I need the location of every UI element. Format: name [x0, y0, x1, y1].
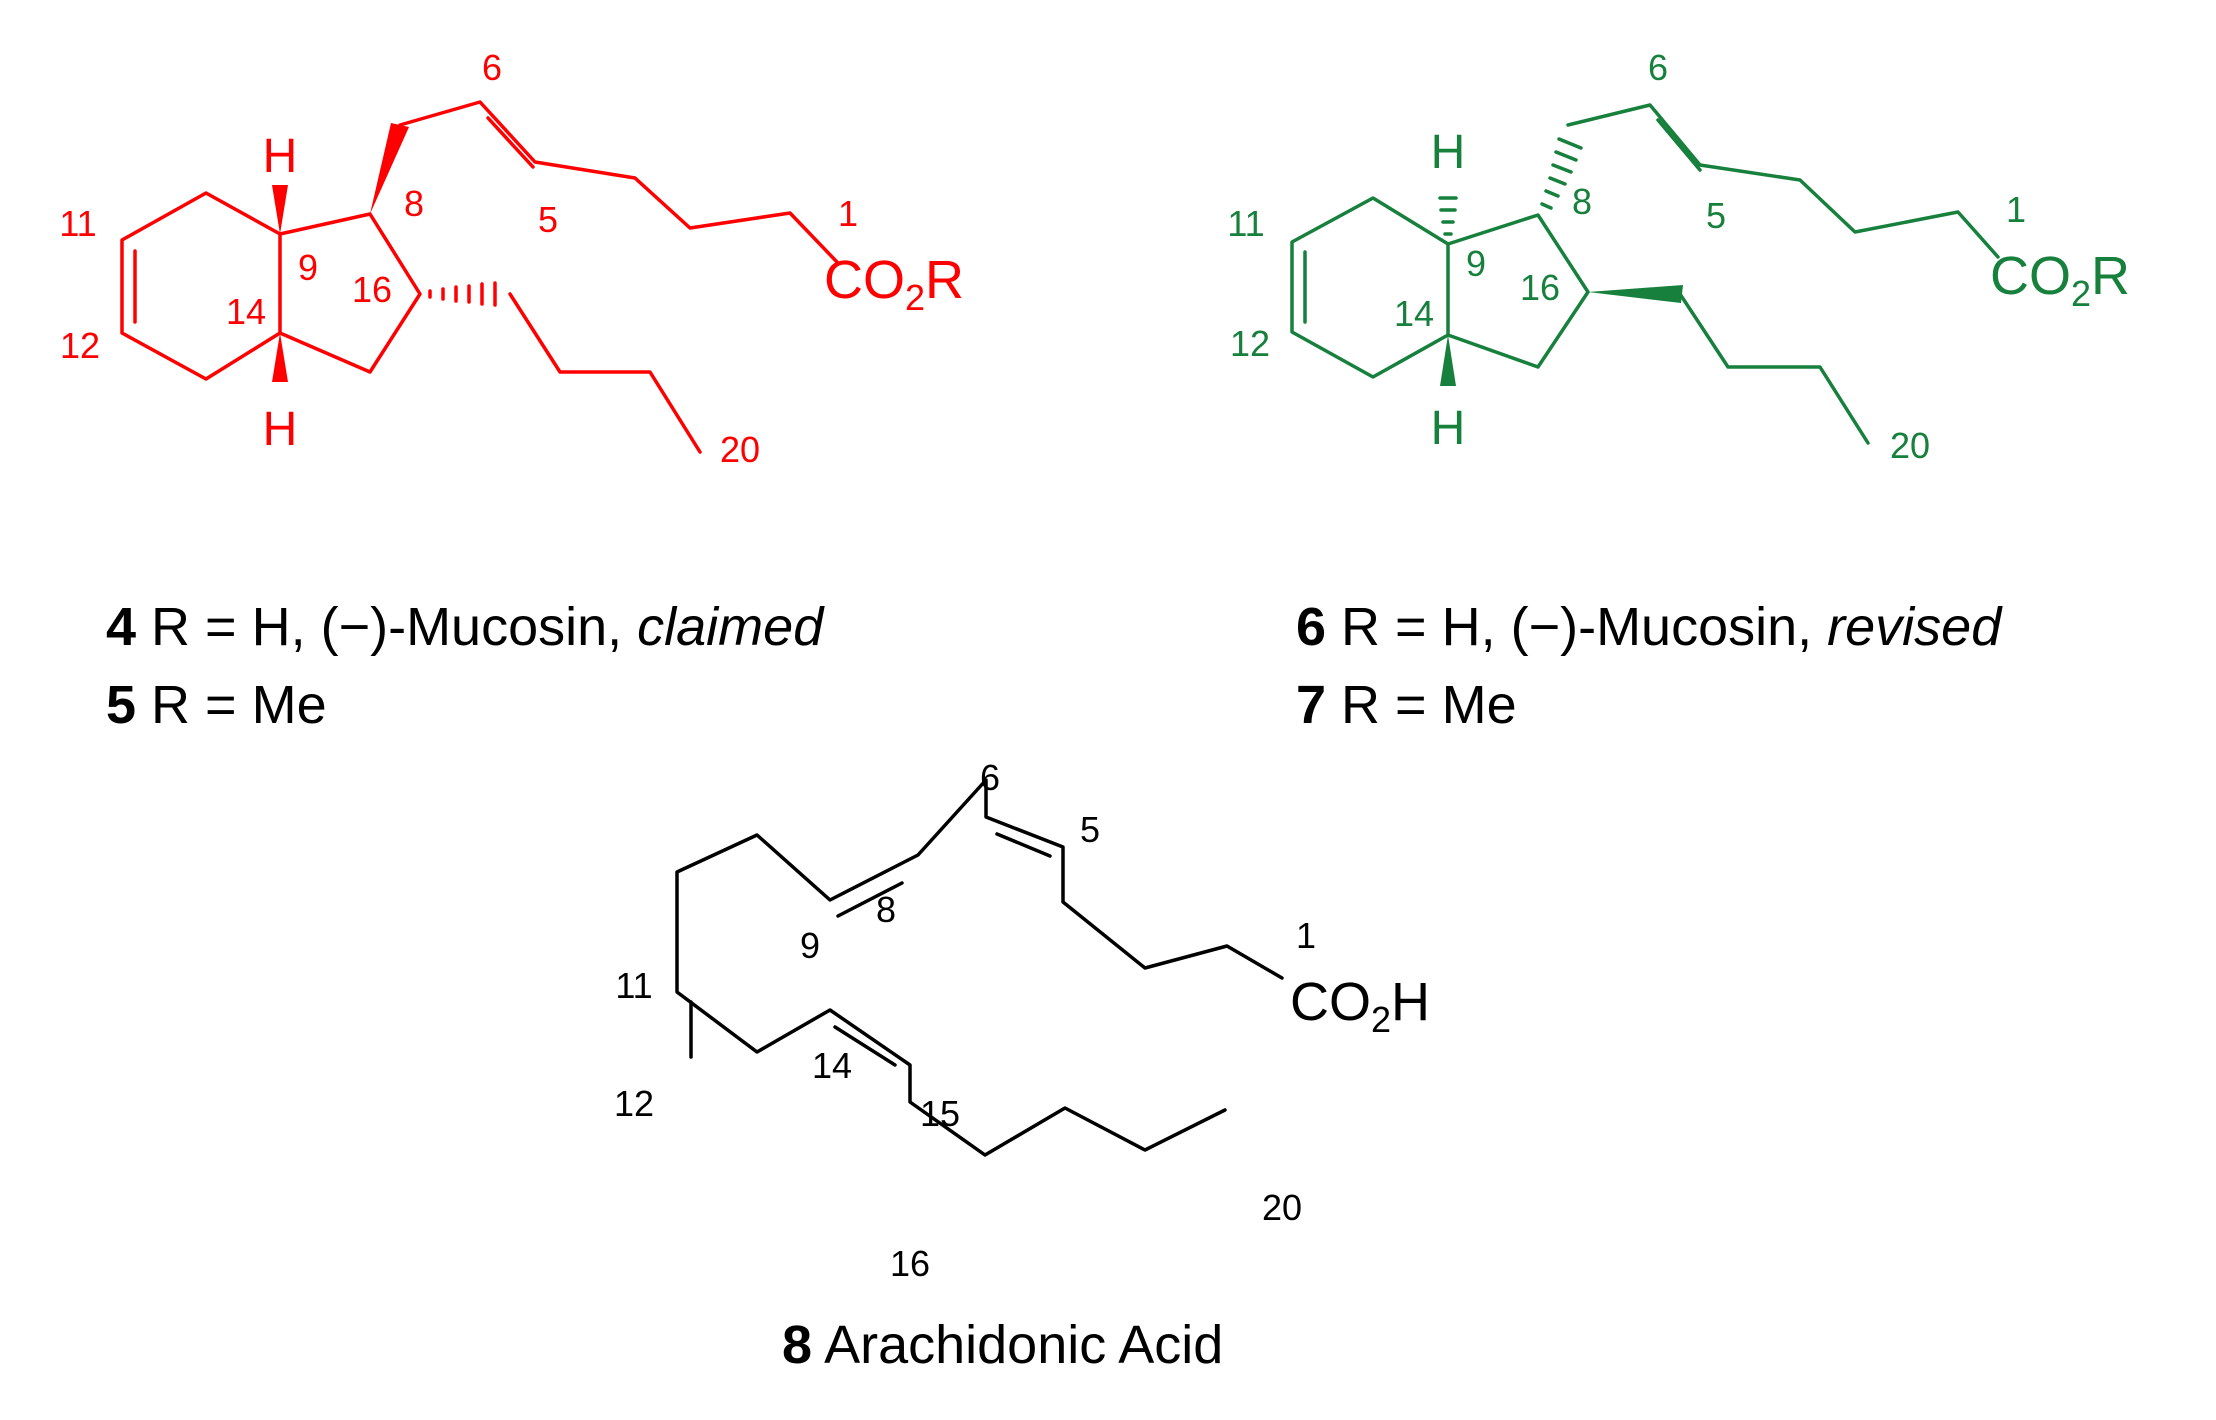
arachidonic-label-9: 9	[800, 925, 820, 966]
arachidonic-acid-group: CO2H	[1290, 972, 1430, 1040]
caption-4-tag: claimed	[637, 597, 824, 657]
claimed-label-8: 8	[404, 183, 424, 224]
structure-claimed-mucosin: 6 8 5 1 11 9 16 12 14 20 H H CO2R	[59, 47, 964, 470]
revised-bonds	[1290, 103, 2000, 445]
revised-h14-wedge	[1440, 335, 1456, 386]
claimed-c5c6-double-bond	[486, 116, 535, 169]
arachidonic-c5c6-double-bond	[995, 832, 1052, 858]
claimed-hashed-bond	[428, 281, 497, 307]
revised-h-bottom: H	[1431, 402, 1466, 455]
revised-cyclopentane	[1446, 213, 1590, 369]
arachidonic-c8c9-double-bond	[836, 881, 904, 918]
arachidonic-label-20: 20	[1262, 1187, 1302, 1228]
claimed-label-16: 16	[352, 269, 392, 310]
claimed-label-6: 6	[482, 47, 502, 88]
revised-stereo-bonds	[1440, 285, 1683, 386]
revised-c16-wedge	[1588, 285, 1683, 303]
claimed-ester-group: CO2R	[824, 250, 964, 318]
arachidonic-label-15: 15	[920, 1093, 960, 1134]
revised-label-16: 16	[1520, 267, 1560, 308]
caption-7-text: R = Me	[1326, 675, 1517, 735]
claimed-cyclopentane	[278, 212, 422, 374]
compound-number-4: 4	[106, 597, 137, 657]
revised-butyl-chain	[1678, 292, 1870, 445]
arachidonic-label-5: 5	[1080, 809, 1100, 850]
claimed-stereo-bonds	[272, 123, 409, 382]
revised-hashed-bonds	[1438, 137, 1583, 236]
revised-upper-chain	[1566, 103, 2000, 259]
caption-8-text: Arachidonic Acid	[812, 1315, 1224, 1375]
revised-label-20: 20	[1890, 425, 1930, 466]
revised-ester-group: CO2R	[1990, 246, 2130, 314]
claimed-label-5: 5	[538, 199, 558, 240]
arachidonic-label-8: 8	[876, 889, 896, 930]
arachidonic-label-16: 16	[890, 1243, 930, 1284]
arachidonic-label-14: 14	[812, 1045, 852, 1086]
revised-label-11: 11	[1227, 203, 1264, 244]
arachidonic-label-11: 11	[615, 965, 652, 1006]
claimed-atom-labels: 6 8 5 1 11 9 16 12 14 20 H H CO2R	[59, 47, 964, 470]
arachidonic-label-1: 1	[1296, 915, 1316, 956]
claimed-h-top: H	[263, 130, 298, 183]
revised-label-8: 8	[1572, 181, 1592, 222]
caption-compound-6: 6 R = H, (−)-Mucosin, revised	[1296, 600, 2001, 654]
claimed-c8-wedge	[370, 123, 409, 214]
arachidonic-chain	[675, 778, 1284, 1157]
caption-6-text: R = H, (−)-Mucosin,	[1326, 597, 1828, 657]
caption-compound-5: 5 R = Me	[106, 678, 327, 732]
caption-5-text: R = Me	[136, 675, 327, 735]
compound-number-8: 8	[782, 1315, 813, 1375]
structure-arachidonic-acid: 6 5 8 9 1 11 14 12 15 20 16 CO2H	[614, 757, 1430, 1284]
arachidonic-label-6: 6	[980, 757, 1000, 798]
claimed-bonds	[120, 100, 839, 454]
revised-cyclohexene	[1290, 196, 1450, 379]
caption-6-tag: revised	[1827, 597, 2002, 657]
revised-label-9: 9	[1466, 243, 1486, 284]
claimed-h9-wedge	[272, 185, 288, 234]
claimed-label-14: 14	[226, 291, 266, 332]
claimed-cyclohexene	[120, 191, 282, 381]
structure-revised-mucosin: 6 8 5 1 11 9 16 12 14 20 H H CO2R	[1227, 47, 2130, 466]
arachidonic-c14c15-double-bond	[833, 1025, 897, 1067]
claimed-label-1: 1	[838, 193, 858, 234]
claimed-label-12: 12	[60, 325, 100, 366]
arachidonic-bonds	[675, 778, 1284, 1157]
arachidonic-atom-labels: 6 5 8 9 1 11 14 12 15 20 16 CO2H	[614, 757, 1430, 1284]
revised-label-6: 6	[1648, 47, 1668, 88]
revised-label-1: 1	[2006, 189, 2026, 230]
caption-compound-8: 8 Arachidonic Acid	[782, 1318, 1223, 1372]
claimed-h14-wedge	[272, 333, 288, 382]
compound-number-7: 7	[1296, 675, 1327, 735]
claimed-upper-chain	[398, 100, 839, 264]
claimed-h-bottom: H	[263, 403, 298, 456]
caption-compound-7: 7 R = Me	[1296, 678, 1517, 732]
claimed-butyl-chain	[508, 292, 702, 454]
revised-label-5: 5	[1706, 195, 1726, 236]
caption-4-text: R = H, (−)-Mucosin,	[136, 597, 638, 657]
compound-number-6: 6	[1296, 597, 1327, 657]
revised-c5c6-double-bond	[1656, 118, 1702, 172]
revised-label-14: 14	[1394, 293, 1434, 334]
claimed-label-20: 20	[720, 429, 760, 470]
revised-h-top: H	[1431, 126, 1466, 179]
revised-atom-labels: 6 8 5 1 11 9 16 12 14 20 H H CO2R	[1227, 47, 2130, 466]
caption-compound-4: 4 R = H, (−)-Mucosin, claimed	[106, 600, 823, 654]
compound-number-5: 5	[106, 675, 137, 735]
claimed-label-11: 11	[59, 203, 96, 244]
arachidonic-label-12: 12	[614, 1083, 654, 1124]
claimed-label-9: 9	[298, 247, 318, 288]
revised-label-12: 12	[1230, 323, 1270, 364]
